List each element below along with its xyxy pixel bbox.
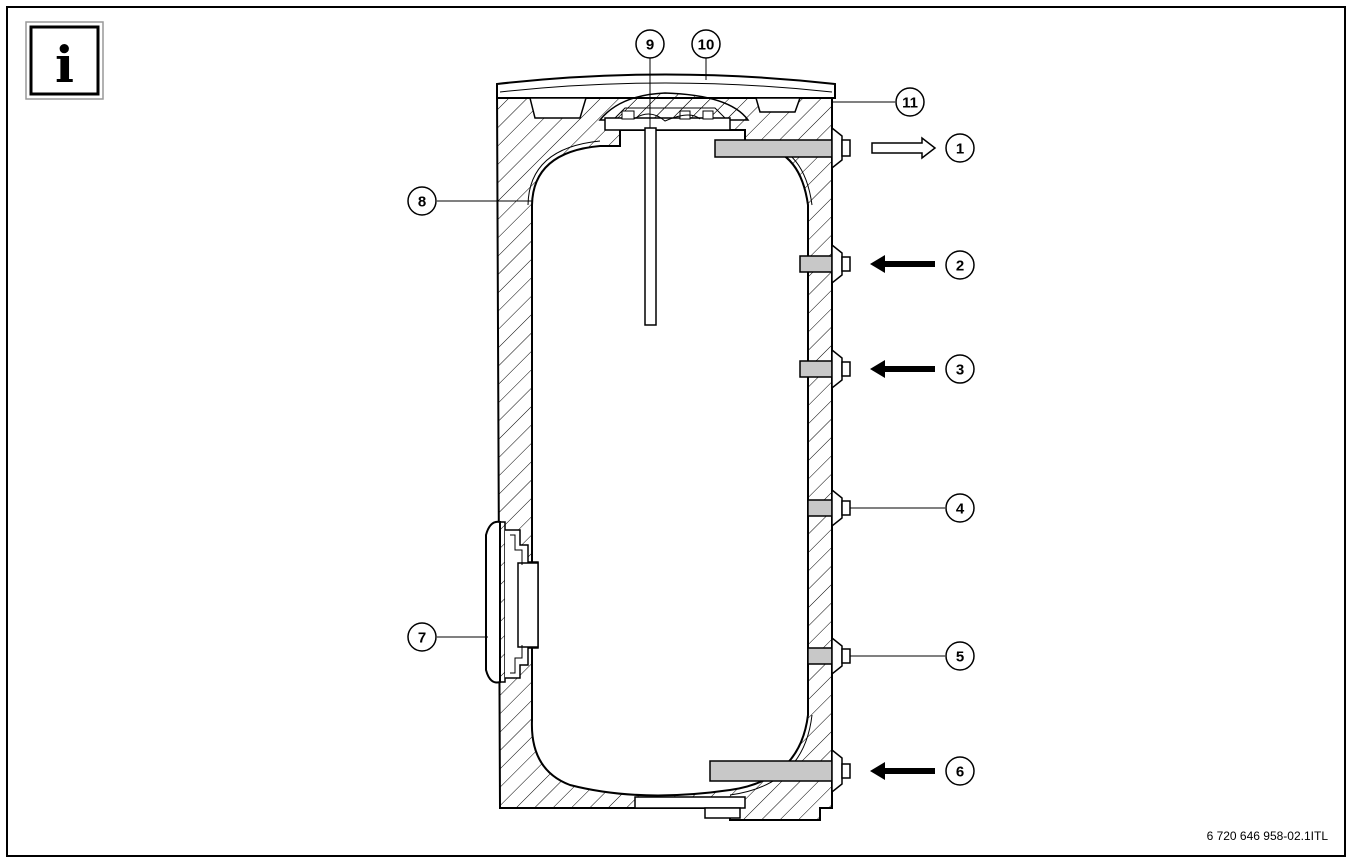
callout-10: 10 [691,29,721,59]
inner-vessel [530,129,809,797]
callout-7: 7 [407,622,437,652]
svg-text:1: 1 [956,141,964,158]
callout-1: 1 [945,133,975,163]
tank-body [495,91,833,821]
control-module [604,117,731,131]
sensor-well [644,127,657,326]
svg-text:8: 8 [418,194,426,211]
svg-text:10: 10 [698,37,715,54]
callout-5: 5 [945,641,975,671]
inlet-arrow-6 [870,762,935,780]
svg-text:9: 9 [646,37,654,54]
connections [709,126,851,794]
figure-reference-code: 6 720 646 958-02.1ITL [1207,829,1329,843]
inspection-flange [485,520,539,684]
svg-text:5: 5 [956,649,964,666]
inlet-arrow-2 [870,255,935,273]
svg-text:3: 3 [956,362,964,379]
flow-arrows [870,136,937,780]
callout-9: 9 [635,29,665,59]
callout-4: 4 [945,493,975,523]
svg-text:11: 11 [902,95,918,112]
info-icon: i [25,21,104,100]
callout-8: 8 [407,186,437,216]
leader-lines [437,58,945,657]
svg-text:7: 7 [418,630,426,647]
top-cover [496,73,836,131]
bottom-drain [634,796,746,809]
callout-3: 3 [945,354,975,384]
svg-text:6: 6 [956,764,964,781]
callout-6: 6 [945,756,975,786]
inlet-arrow-3 [870,360,935,378]
outlet-arrow [871,136,937,160]
callout-11: 11 [895,87,925,117]
callout-2: 2 [945,250,975,280]
info-glyph: i [55,35,74,94]
svg-text:4: 4 [956,501,965,518]
svg-text:2: 2 [956,258,964,275]
